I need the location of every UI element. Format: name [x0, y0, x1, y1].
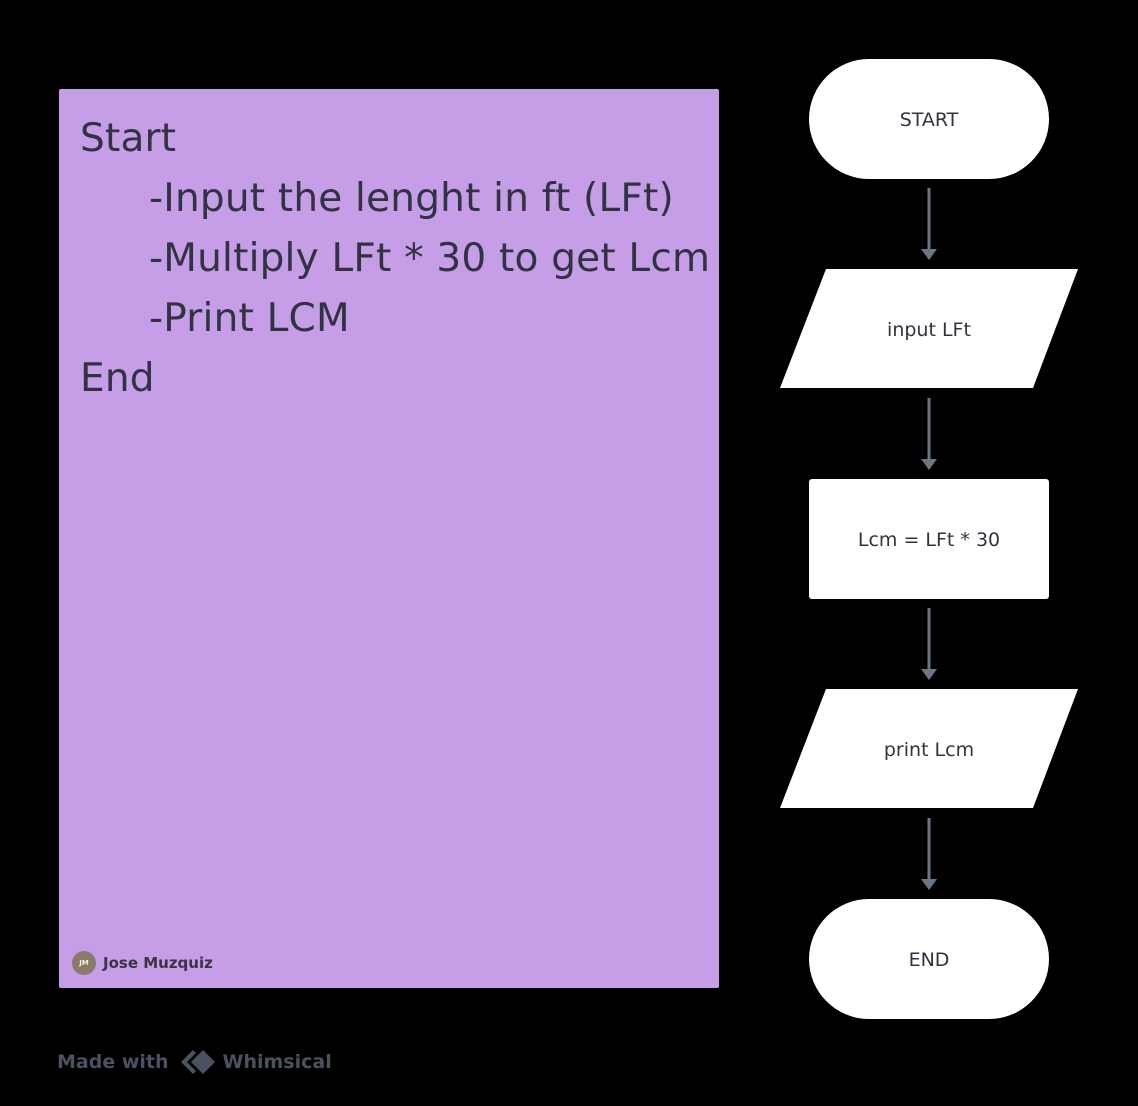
avatar: JM [72, 951, 96, 975]
made-with-label: Made with [57, 1051, 169, 1073]
flow-node-start-label: START [900, 109, 959, 131]
flow-node-input-label: input LFt [887, 319, 971, 341]
whimsical-logo-icon [180, 1050, 215, 1074]
whimsical-brand: Whimsical [222, 1051, 332, 1073]
flow-node-end[interactable]: END [809, 899, 1049, 1019]
author-name: Jose Muzquiz [103, 954, 213, 972]
note-line-end: End [80, 356, 155, 401]
note-line-print: -Print LCM [149, 296, 350, 341]
flow-node-start[interactable]: START [809, 59, 1049, 179]
note-line-input: -Input the lenght in ft (LFt) [149, 176, 674, 221]
flow-arrow-process-output [921, 608, 937, 680]
flow-node-input[interactable]: input LFt [780, 269, 1078, 388]
flow-arrow-start-input [921, 188, 937, 260]
flow-node-output-label: print Lcm [884, 739, 974, 761]
note-line-multiply: -Multiply LFt * 30 to get Lcm [149, 236, 711, 281]
flow-arrow-input-process [921, 398, 937, 470]
flow-node-process[interactable]: Lcm = LFt * 30 [809, 479, 1049, 599]
sticky-note[interactable]: Start -Input the lenght in ft (LFt) -Mul… [59, 89, 719, 988]
made-with-footer[interactable]: Made with Whimsical [57, 1046, 332, 1078]
flow-arrow-output-end [921, 818, 937, 890]
flow-node-process-label: Lcm = LFt * 30 [858, 529, 1000, 551]
note-line-start: Start [80, 116, 177, 161]
note-author: JM Jose Muzquiz [72, 951, 213, 975]
flow-node-end-label: END [909, 949, 950, 971]
flow-node-output[interactable]: print Lcm [780, 689, 1078, 808]
